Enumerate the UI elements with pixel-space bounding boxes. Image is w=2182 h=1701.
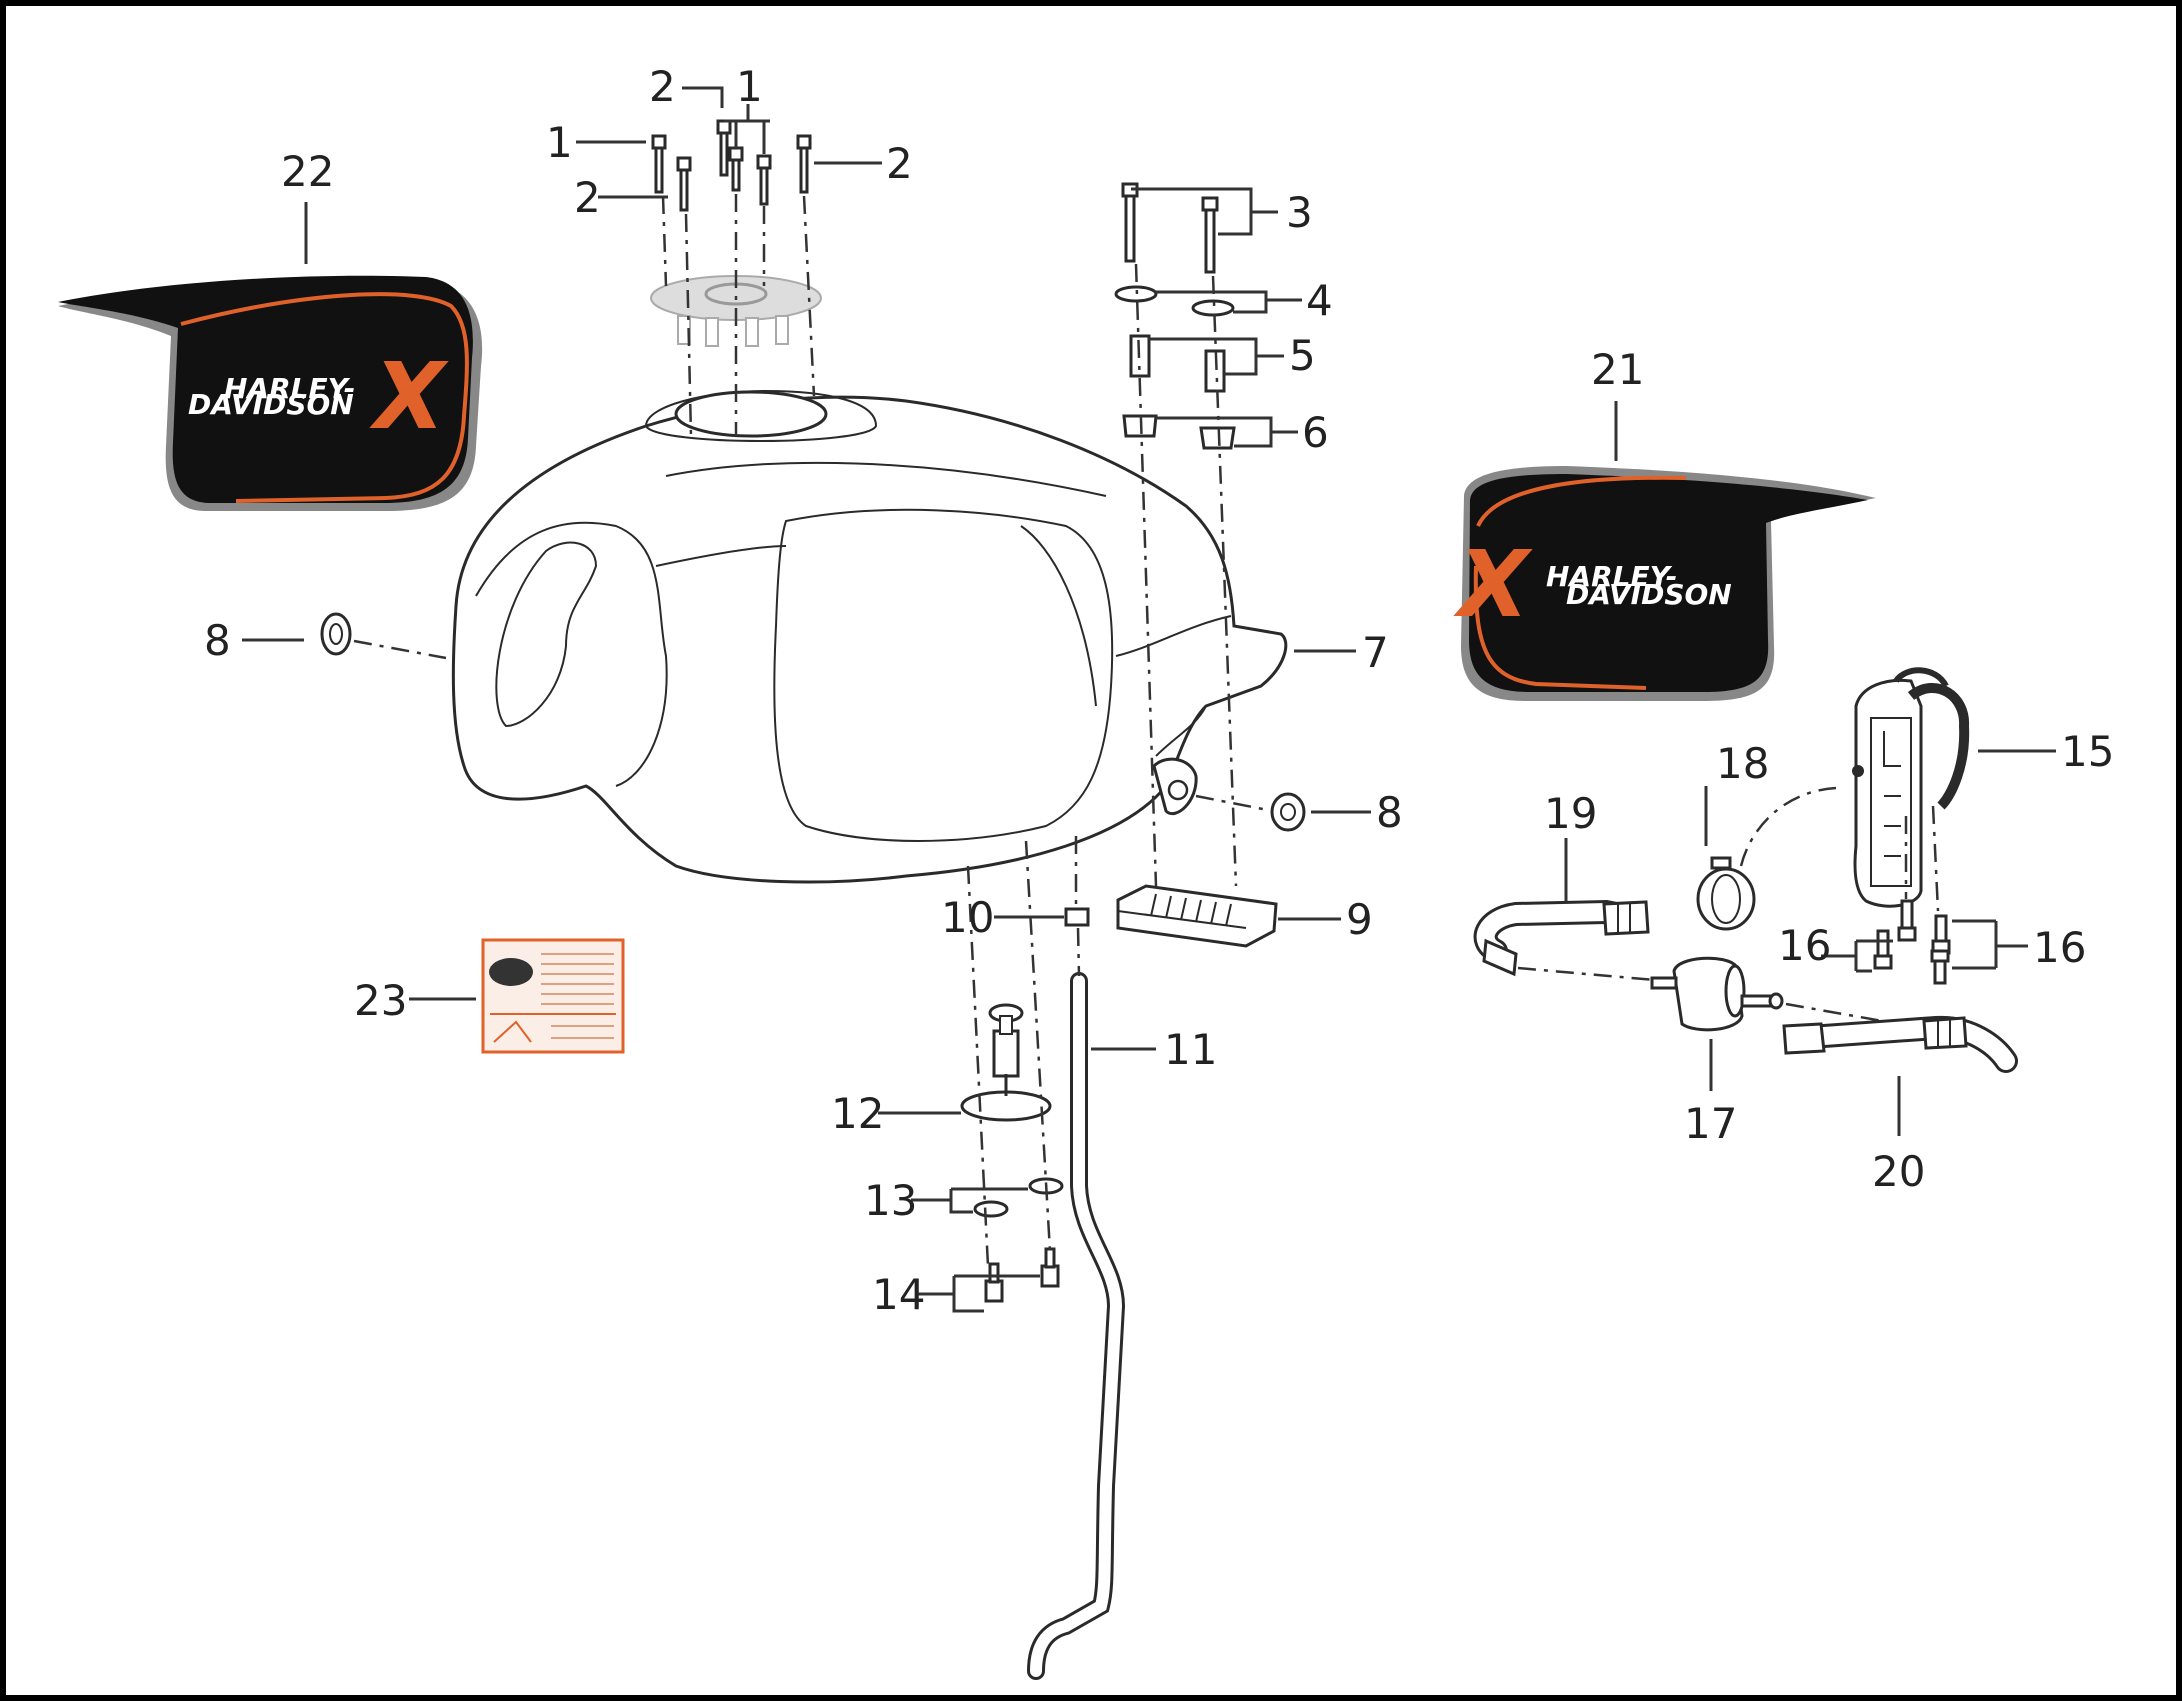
fuel-tank xyxy=(451,389,1288,884)
rubber-pad-9 xyxy=(1116,884,1278,948)
callout-17: 17 xyxy=(1684,1099,1737,1148)
callout-4: 4 xyxy=(1306,276,1333,325)
callout-9: 9 xyxy=(1346,895,1373,944)
callout-12: 12 xyxy=(831,1089,884,1138)
decal-21-line1: HARLEY- xyxy=(1546,560,1677,593)
fuel-hose-19 xyxy=(1473,899,1667,983)
callout-1b: 1 xyxy=(736,62,763,111)
callout-15: 15 xyxy=(2061,727,2114,776)
callout-10: 10 xyxy=(941,893,994,942)
callout-21: 21 xyxy=(1591,345,1644,394)
callout-14: 14 xyxy=(872,1270,925,1319)
drain-dashes xyxy=(966,840,1052,1267)
warning-label-23 xyxy=(481,938,625,1054)
clamp-18 xyxy=(1696,786,1837,931)
callout-1a: 1 xyxy=(546,118,573,167)
washers-13 xyxy=(973,1177,1064,1218)
screws-16 xyxy=(1873,805,1951,985)
decal-22-mark: X xyxy=(369,343,449,450)
callout-16a: 16 xyxy=(1778,921,1831,970)
callout-7: 7 xyxy=(1362,628,1389,677)
callout-16b: 16 xyxy=(2033,923,2086,972)
callout-22: 22 xyxy=(281,147,334,196)
decal-21: X HARLEY- DAVIDSON xyxy=(1453,466,1876,701)
decal-22: HARLEY- DAVIDSON X xyxy=(58,275,483,511)
grommet-8-right xyxy=(1195,792,1306,832)
grommet-8-left xyxy=(320,612,447,660)
callout-18: 18 xyxy=(1716,739,1769,788)
screws-14 xyxy=(984,1247,1060,1303)
callout-13: 13 xyxy=(864,1176,917,1225)
fuel-filter-17 xyxy=(1650,956,1912,1032)
decal-22-line1: HARLEY- xyxy=(224,372,355,405)
callout-19: 19 xyxy=(1544,789,1597,838)
exploded-parts-diagram: HARLEY- DAVIDSON X X HARLEY- DAVIDSON xyxy=(58,62,2114,1680)
drain-valve-12 xyxy=(960,1003,1052,1122)
clip-10 xyxy=(1064,836,1090,927)
callout-5: 5 xyxy=(1289,331,1316,380)
callout-labels: 1 1 2 2 2 3 4 5 6 7 8 8 9 10 11 12 13 14… xyxy=(204,62,2114,1319)
diagram-frame: HARLEY- DAVIDSON X X HARLEY- DAVIDSON xyxy=(6,6,2176,1695)
leader-lines xyxy=(242,86,2056,1313)
callout-8a: 8 xyxy=(204,616,231,665)
callout-2c: 2 xyxy=(886,139,913,188)
callout-2b: 2 xyxy=(649,62,676,111)
callout-6: 6 xyxy=(1302,408,1329,457)
mount-hardware xyxy=(1114,182,1238,887)
callout-2a: 2 xyxy=(574,173,601,222)
callout-11: 11 xyxy=(1164,1025,1217,1074)
flange-screws xyxy=(651,119,816,437)
callout-23: 23 xyxy=(354,976,407,1025)
callout-8b: 8 xyxy=(1376,788,1403,837)
decal-22-line2: DAVIDSON xyxy=(188,388,354,421)
fuel-hose-20 xyxy=(1782,1015,2018,1073)
decal-21-mark: X xyxy=(1453,531,1533,638)
fuel-pump-15 xyxy=(1852,667,1970,908)
callout-3: 3 xyxy=(1286,188,1313,237)
decal-21-line2: DAVIDSON xyxy=(1566,578,1732,611)
callout-20: 20 xyxy=(1872,1147,1925,1196)
vent-hose-11 xyxy=(1027,927,1126,1680)
